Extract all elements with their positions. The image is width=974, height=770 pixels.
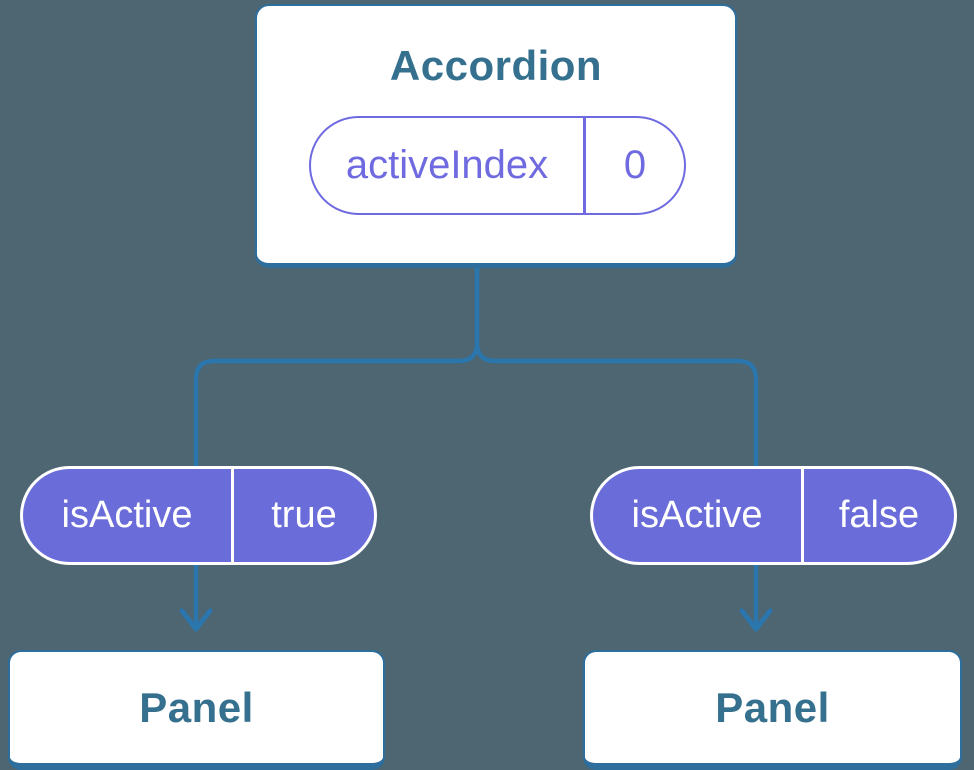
pill-divider	[801, 469, 804, 562]
panel-card-right: Panel	[583, 650, 962, 770]
panel-title: Panel	[139, 683, 254, 731]
state-pill-isactive-true: isActive true	[20, 466, 377, 565]
state-value: false	[838, 494, 920, 536]
prop-value: 0	[623, 143, 647, 187]
branch-line-left	[193, 263, 480, 471]
panel-card-left: Panel	[8, 650, 385, 770]
accordion-title: Accordion	[389, 42, 603, 89]
pill-divider	[231, 469, 234, 562]
arrow-head-left-icon	[179, 608, 213, 632]
panel-title: Panel	[715, 683, 830, 731]
state-value: true	[271, 494, 337, 536]
state-name: isActive	[631, 494, 763, 536]
state-name: isActive	[61, 494, 193, 536]
arrow-head-right-icon	[739, 608, 773, 632]
state-pill-isactive-false: isActive false	[590, 466, 957, 565]
prop-pill-activeindex: activeIndex 0	[309, 116, 686, 215]
pill-divider	[583, 118, 586, 213]
branch-line-right	[474, 263, 759, 471]
accordion-card: Accordion activeIndex 0	[255, 4, 737, 268]
prop-name: activeIndex	[345, 143, 549, 187]
